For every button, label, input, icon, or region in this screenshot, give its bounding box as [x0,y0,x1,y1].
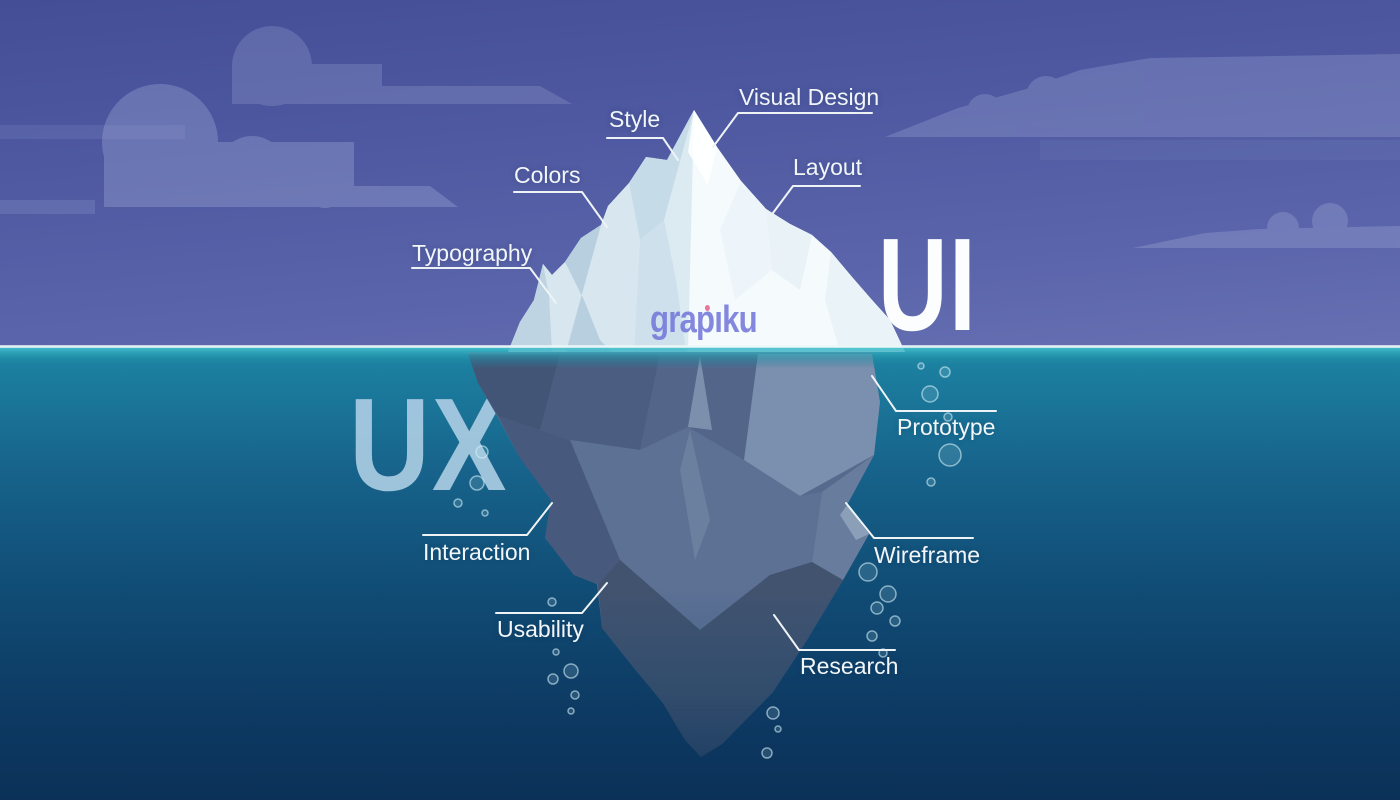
leader-style [606,137,679,161]
cloud-bottom-right [1133,203,1400,248]
label-wireframe: Wireframe [874,542,981,568]
leader-typography [411,267,557,304]
cloud-top-left [232,26,572,106]
leader-research [773,614,896,651]
grapiku-logo: grapıku [650,299,758,341]
leader-interaction [422,502,553,536]
label-layout: Layout [793,154,863,180]
leader-wireframe [845,502,974,539]
label-usability: Usability [497,616,584,642]
ui-big-label: UI [878,211,978,358]
leader-visual-design [712,112,873,148]
label-prototype: Prototype [897,414,996,440]
iceberg-above-water [508,110,905,352]
label-research: Research [800,653,899,679]
leader-lines [411,112,997,651]
label-typography: Typography [412,240,533,266]
cloud-stripe-left [0,125,185,139]
iceberg-underwater [468,352,880,757]
cloud-big-left [102,84,458,208]
leader-prototype [871,375,997,412]
label-colors: Colors [514,162,581,188]
logo-i-dot [704,305,710,311]
cloud-right-long [885,54,1400,137]
grapiku-logo-text: grapıku [650,299,758,341]
leader-colors [513,191,608,228]
cloud-stripe-right [1040,140,1400,160]
cloud-stripe-left-low [0,200,95,214]
label-interaction: Interaction [423,539,531,565]
cloud-group [0,26,1400,248]
water-surface-band [0,347,1400,369]
leader-layout [769,185,861,218]
label-visual-design: Visual Design [739,84,880,110]
bubbles-group [453,362,962,759]
waterline [0,345,1400,348]
label-style: Style [609,106,661,132]
leader-usability [495,582,608,614]
